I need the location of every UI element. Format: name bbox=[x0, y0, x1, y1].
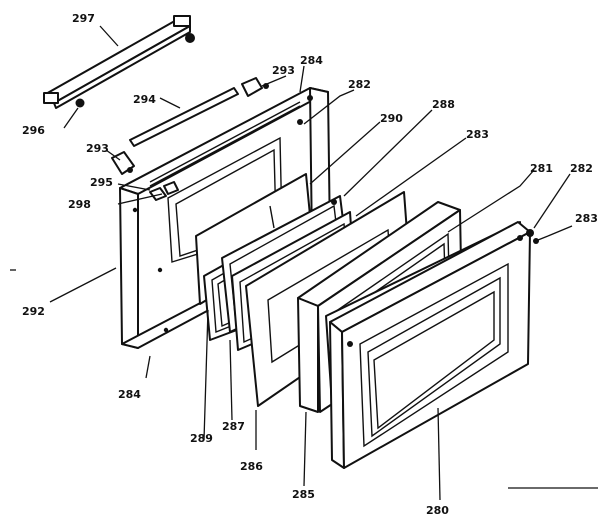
part-293-bracket-left bbox=[111, 151, 135, 175]
callout-293-left: 293 bbox=[86, 142, 109, 155]
callout-284-bottom: 284 bbox=[118, 388, 141, 401]
callout-298: 298 bbox=[68, 198, 91, 211]
part-298-clip bbox=[163, 181, 179, 195]
callout-285: 285 bbox=[292, 488, 315, 501]
vent-slots bbox=[149, 101, 301, 187]
callout-297: 297 bbox=[72, 12, 95, 25]
callout-284-top: 284 bbox=[300, 54, 323, 67]
callout-292: 292 bbox=[22, 305, 45, 318]
callout-294: 294 bbox=[133, 93, 156, 106]
callout-287: 287 bbox=[222, 420, 245, 433]
callout-280: 280 bbox=[426, 504, 449, 517]
callout-288: 288 bbox=[432, 98, 455, 111]
callout-290: 290 bbox=[380, 112, 403, 125]
callout-286: 286 bbox=[240, 460, 263, 473]
part-283-screw bbox=[533, 235, 549, 244]
callout-282-right: 282 bbox=[570, 162, 593, 175]
callout-282-top: 282 bbox=[348, 78, 371, 91]
callout-283-right: 283 bbox=[575, 212, 598, 225]
part-295-clip bbox=[149, 187, 167, 201]
callout-293-top: 293 bbox=[272, 64, 295, 77]
callout-295: 295 bbox=[90, 176, 113, 189]
callout-296: 296 bbox=[22, 124, 45, 137]
callout-283-mid: 283 bbox=[466, 128, 489, 141]
part-280-outer-door bbox=[329, 221, 531, 469]
part-296-screw bbox=[75, 98, 85, 108]
callout-281: 281 bbox=[530, 162, 553, 175]
part-293-bracket-top bbox=[241, 77, 269, 97]
callout-labels: 297 293 284 294 282 296 293 290 288 283 … bbox=[22, 12, 598, 517]
leader-lines bbox=[49, 25, 573, 501]
callout-289: 289 bbox=[190, 432, 213, 445]
part-282-screw bbox=[526, 229, 534, 237]
part-294-rod bbox=[129, 87, 239, 147]
part-297-handle-trim bbox=[43, 15, 195, 109]
